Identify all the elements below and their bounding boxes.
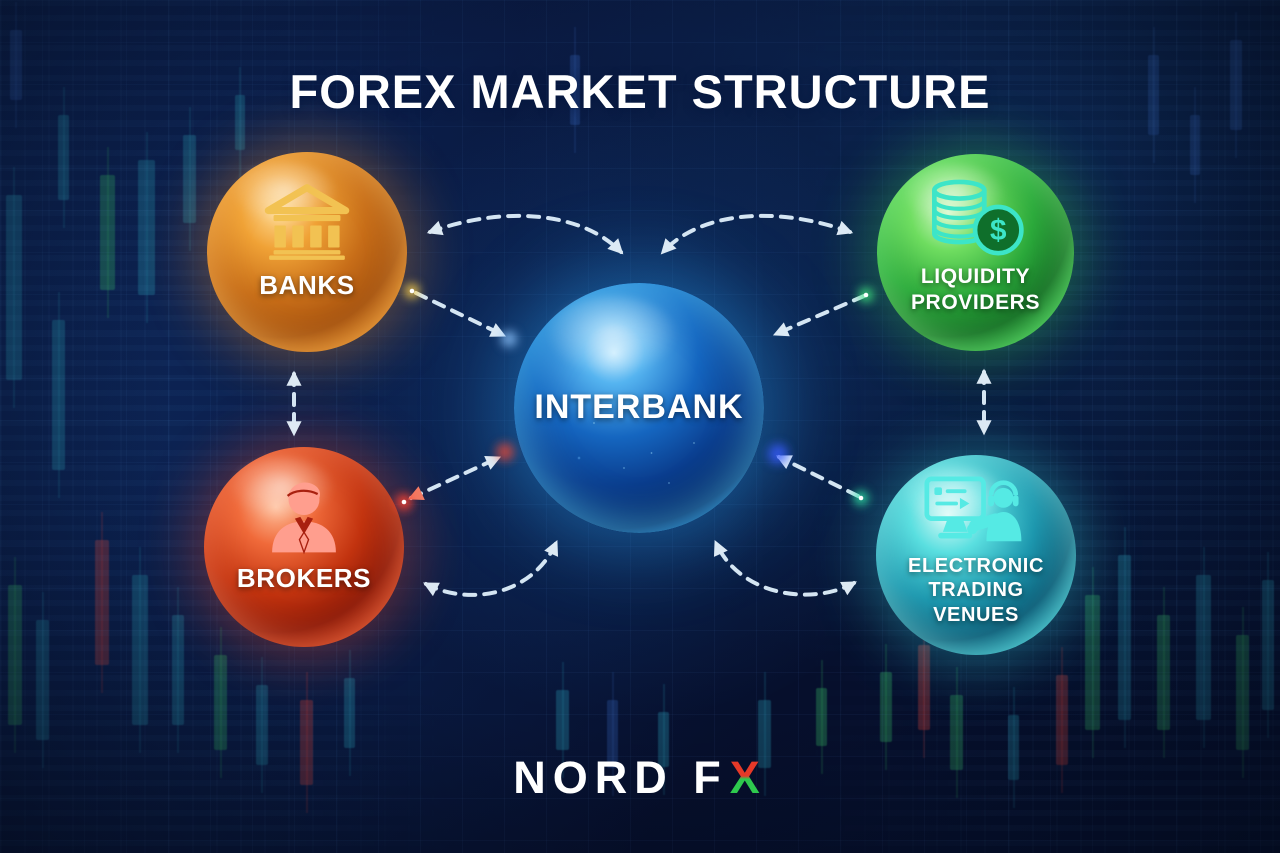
arrow-brokers-interbank-straight: [407, 456, 502, 500]
candlestick: [1236, 607, 1249, 778]
sphere-highlight: [546, 295, 677, 376]
candlestick: [172, 587, 184, 753]
candlestick: [344, 650, 355, 776]
coins-dollar-icon: $: [931, 179, 1024, 256]
arrow-liquidity-interbank-straight: [772, 294, 866, 337]
candlestick: [132, 547, 148, 753]
candlestick: [1190, 87, 1200, 203]
candlestick: [1196, 547, 1211, 748]
trader-workstation-icon: [924, 476, 1022, 542]
candlestick: [1262, 552, 1274, 738]
arrow-liquidity-interbank-curved: [660, 213, 854, 255]
candlestick: [138, 132, 155, 323]
candlestick: [918, 617, 930, 758]
node-brokers-label: BROKERS: [236, 563, 372, 593]
candlestick: [52, 292, 65, 498]
candlestick: [816, 660, 827, 774]
node-liquidity-providers-label: LIQUIDITY PROVIDERS: [910, 265, 1041, 314]
candlestick: [556, 662, 569, 778]
candlestick: [214, 627, 227, 778]
node-banks: BANKS: [207, 152, 407, 352]
node-interbank: INTERBANK: [514, 283, 764, 533]
candlestick: [1157, 587, 1170, 758]
businessman-icon: [272, 482, 336, 555]
svg-text:$: $: [989, 214, 1006, 247]
node-brokers: BROKERS: [204, 447, 404, 647]
node-electronic-trading-venues-label: ELECTRONIC TRADING VENUES: [908, 555, 1044, 626]
candlestick: [183, 107, 196, 251]
bank-building-icon: [264, 184, 350, 260]
node-interbank-label: INTERBANK: [534, 388, 744, 427]
candlestick: [1085, 567, 1100, 758]
arrow-brokers-interbank-curved: [423, 539, 559, 597]
candlestick: [36, 592, 49, 768]
arrow-banks-interbank-curved: [426, 213, 624, 255]
candlestick: [880, 644, 892, 770]
brand-logo-x: X: [729, 752, 767, 803]
arrow-banks-interbank-straight: [414, 291, 507, 337]
brand-logo-text: NORD F: [513, 752, 728, 803]
candlestick: [100, 147, 115, 318]
node-electronic-trading-venues: ELECTRONIC TRADING VENUES: [876, 455, 1076, 655]
candlestick: [6, 167, 22, 408]
page-title: FOREX MARKET STRUCTURE: [289, 65, 991, 118]
node-banks-label: BANKS: [259, 270, 355, 300]
candlestick: [58, 87, 69, 228]
arrow-etv-interbank-curved: [713, 539, 857, 597]
candlestick: [1118, 527, 1131, 748]
arrow-etv-interbank-straight: [775, 455, 860, 498]
candlestick: [95, 512, 109, 693]
candlestick: [8, 557, 22, 753]
node-liquidity-providers: $ LIQUIDITY PROVIDERS: [877, 154, 1074, 351]
brand-logo: NORD FX: [0, 752, 1280, 804]
